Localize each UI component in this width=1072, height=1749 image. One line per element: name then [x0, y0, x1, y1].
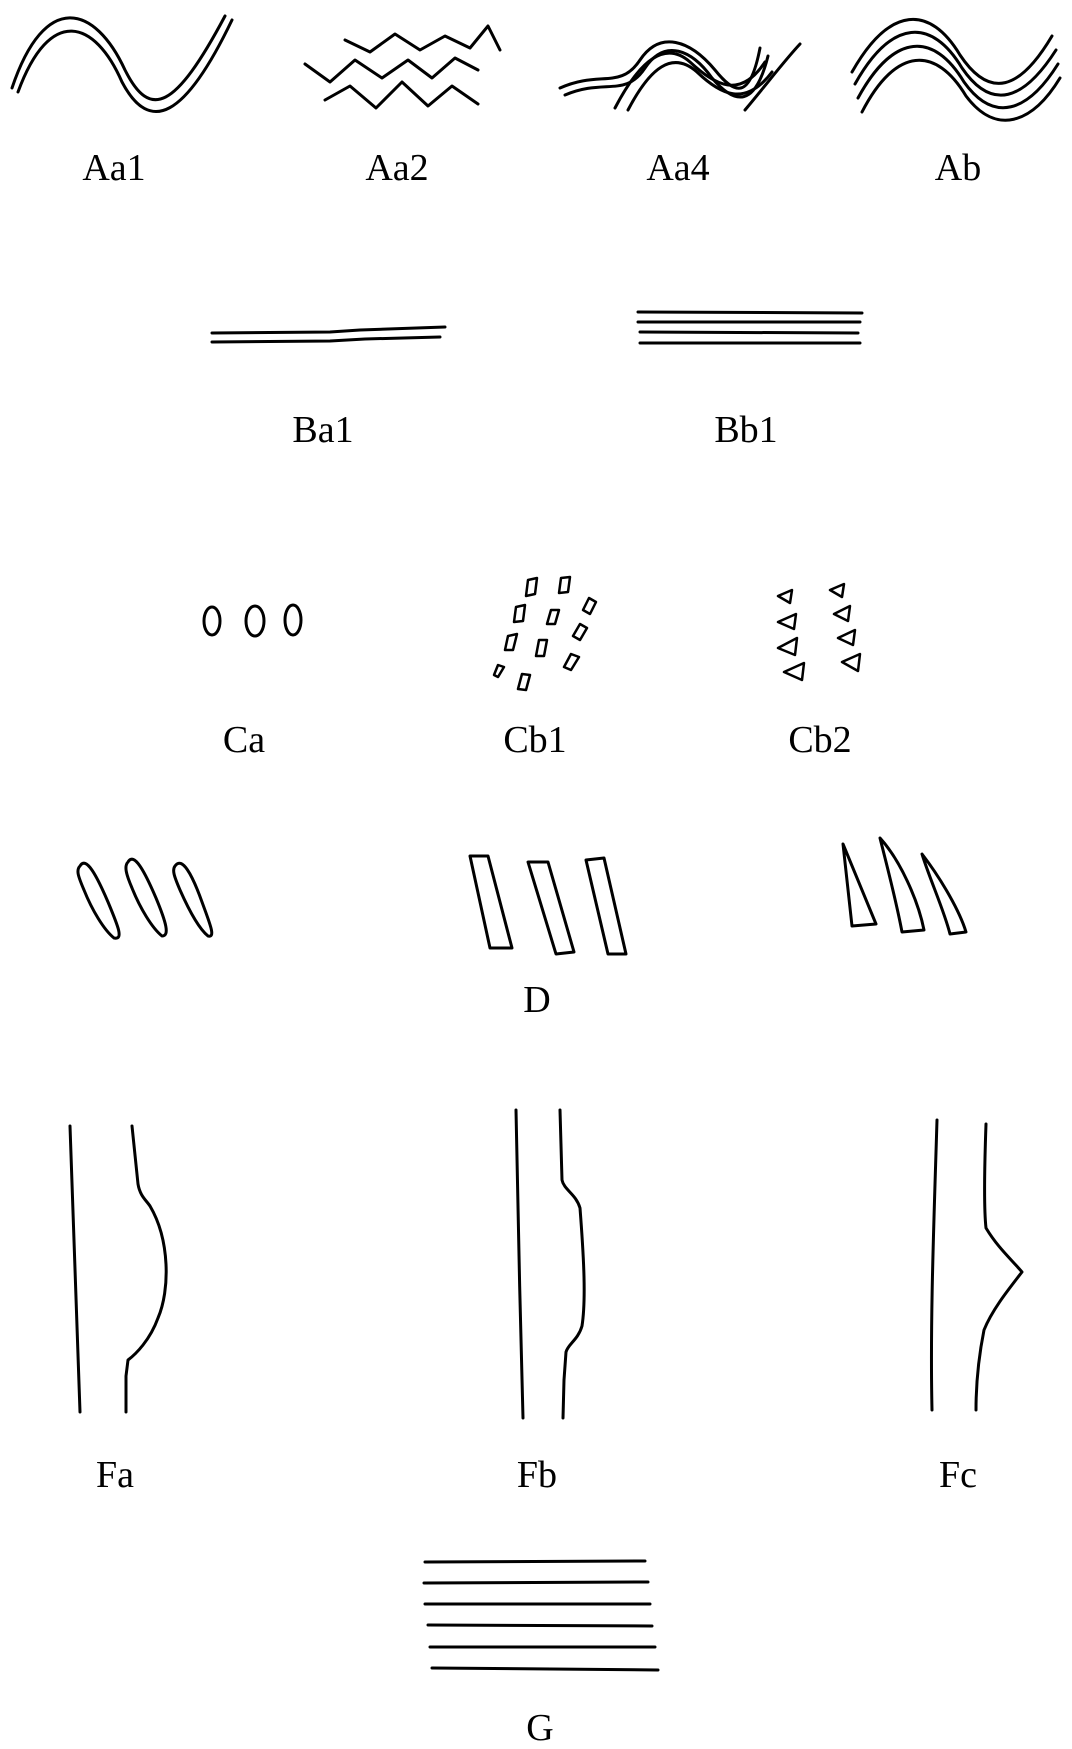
- motif-aa1-drawing: [12, 16, 232, 112]
- motif-bb1-drawing: [638, 312, 862, 343]
- motif-g-drawing: [424, 1561, 658, 1670]
- motif-fa-drawing: [70, 1126, 166, 1412]
- label-bb1: Bb1: [714, 409, 777, 451]
- label-ba1: Ba1: [292, 409, 353, 451]
- label-d: D: [523, 979, 550, 1021]
- label-aa4: Aa4: [646, 147, 709, 189]
- motif-fc-drawing: [931, 1120, 1022, 1410]
- label-fb: Fb: [517, 1454, 557, 1496]
- motif-aa2-drawing: [305, 26, 500, 108]
- motif-fb-drawing: [516, 1110, 584, 1418]
- motif-cb2-drawing: [778, 584, 860, 680]
- label-fa: Fa: [96, 1454, 134, 1496]
- label-cb2: Cb2: [788, 719, 851, 761]
- motif-aa4-drawing: [560, 42, 800, 110]
- label-ca: Ca: [223, 719, 265, 761]
- motif-d-drawing: [78, 838, 966, 954]
- label-aa1: Aa1: [82, 147, 145, 189]
- motif-ab-drawing: [852, 19, 1060, 120]
- label-g: G: [526, 1707, 553, 1749]
- motif-ba1-drawing: [212, 327, 445, 342]
- motif-ca-drawing: [204, 605, 301, 636]
- label-ab: Ab: [935, 147, 981, 189]
- label-aa2: Aa2: [365, 147, 428, 189]
- label-cb1: Cb1: [503, 719, 566, 761]
- label-fc: Fc: [939, 1454, 977, 1496]
- motif-cb1-drawing: [494, 577, 596, 690]
